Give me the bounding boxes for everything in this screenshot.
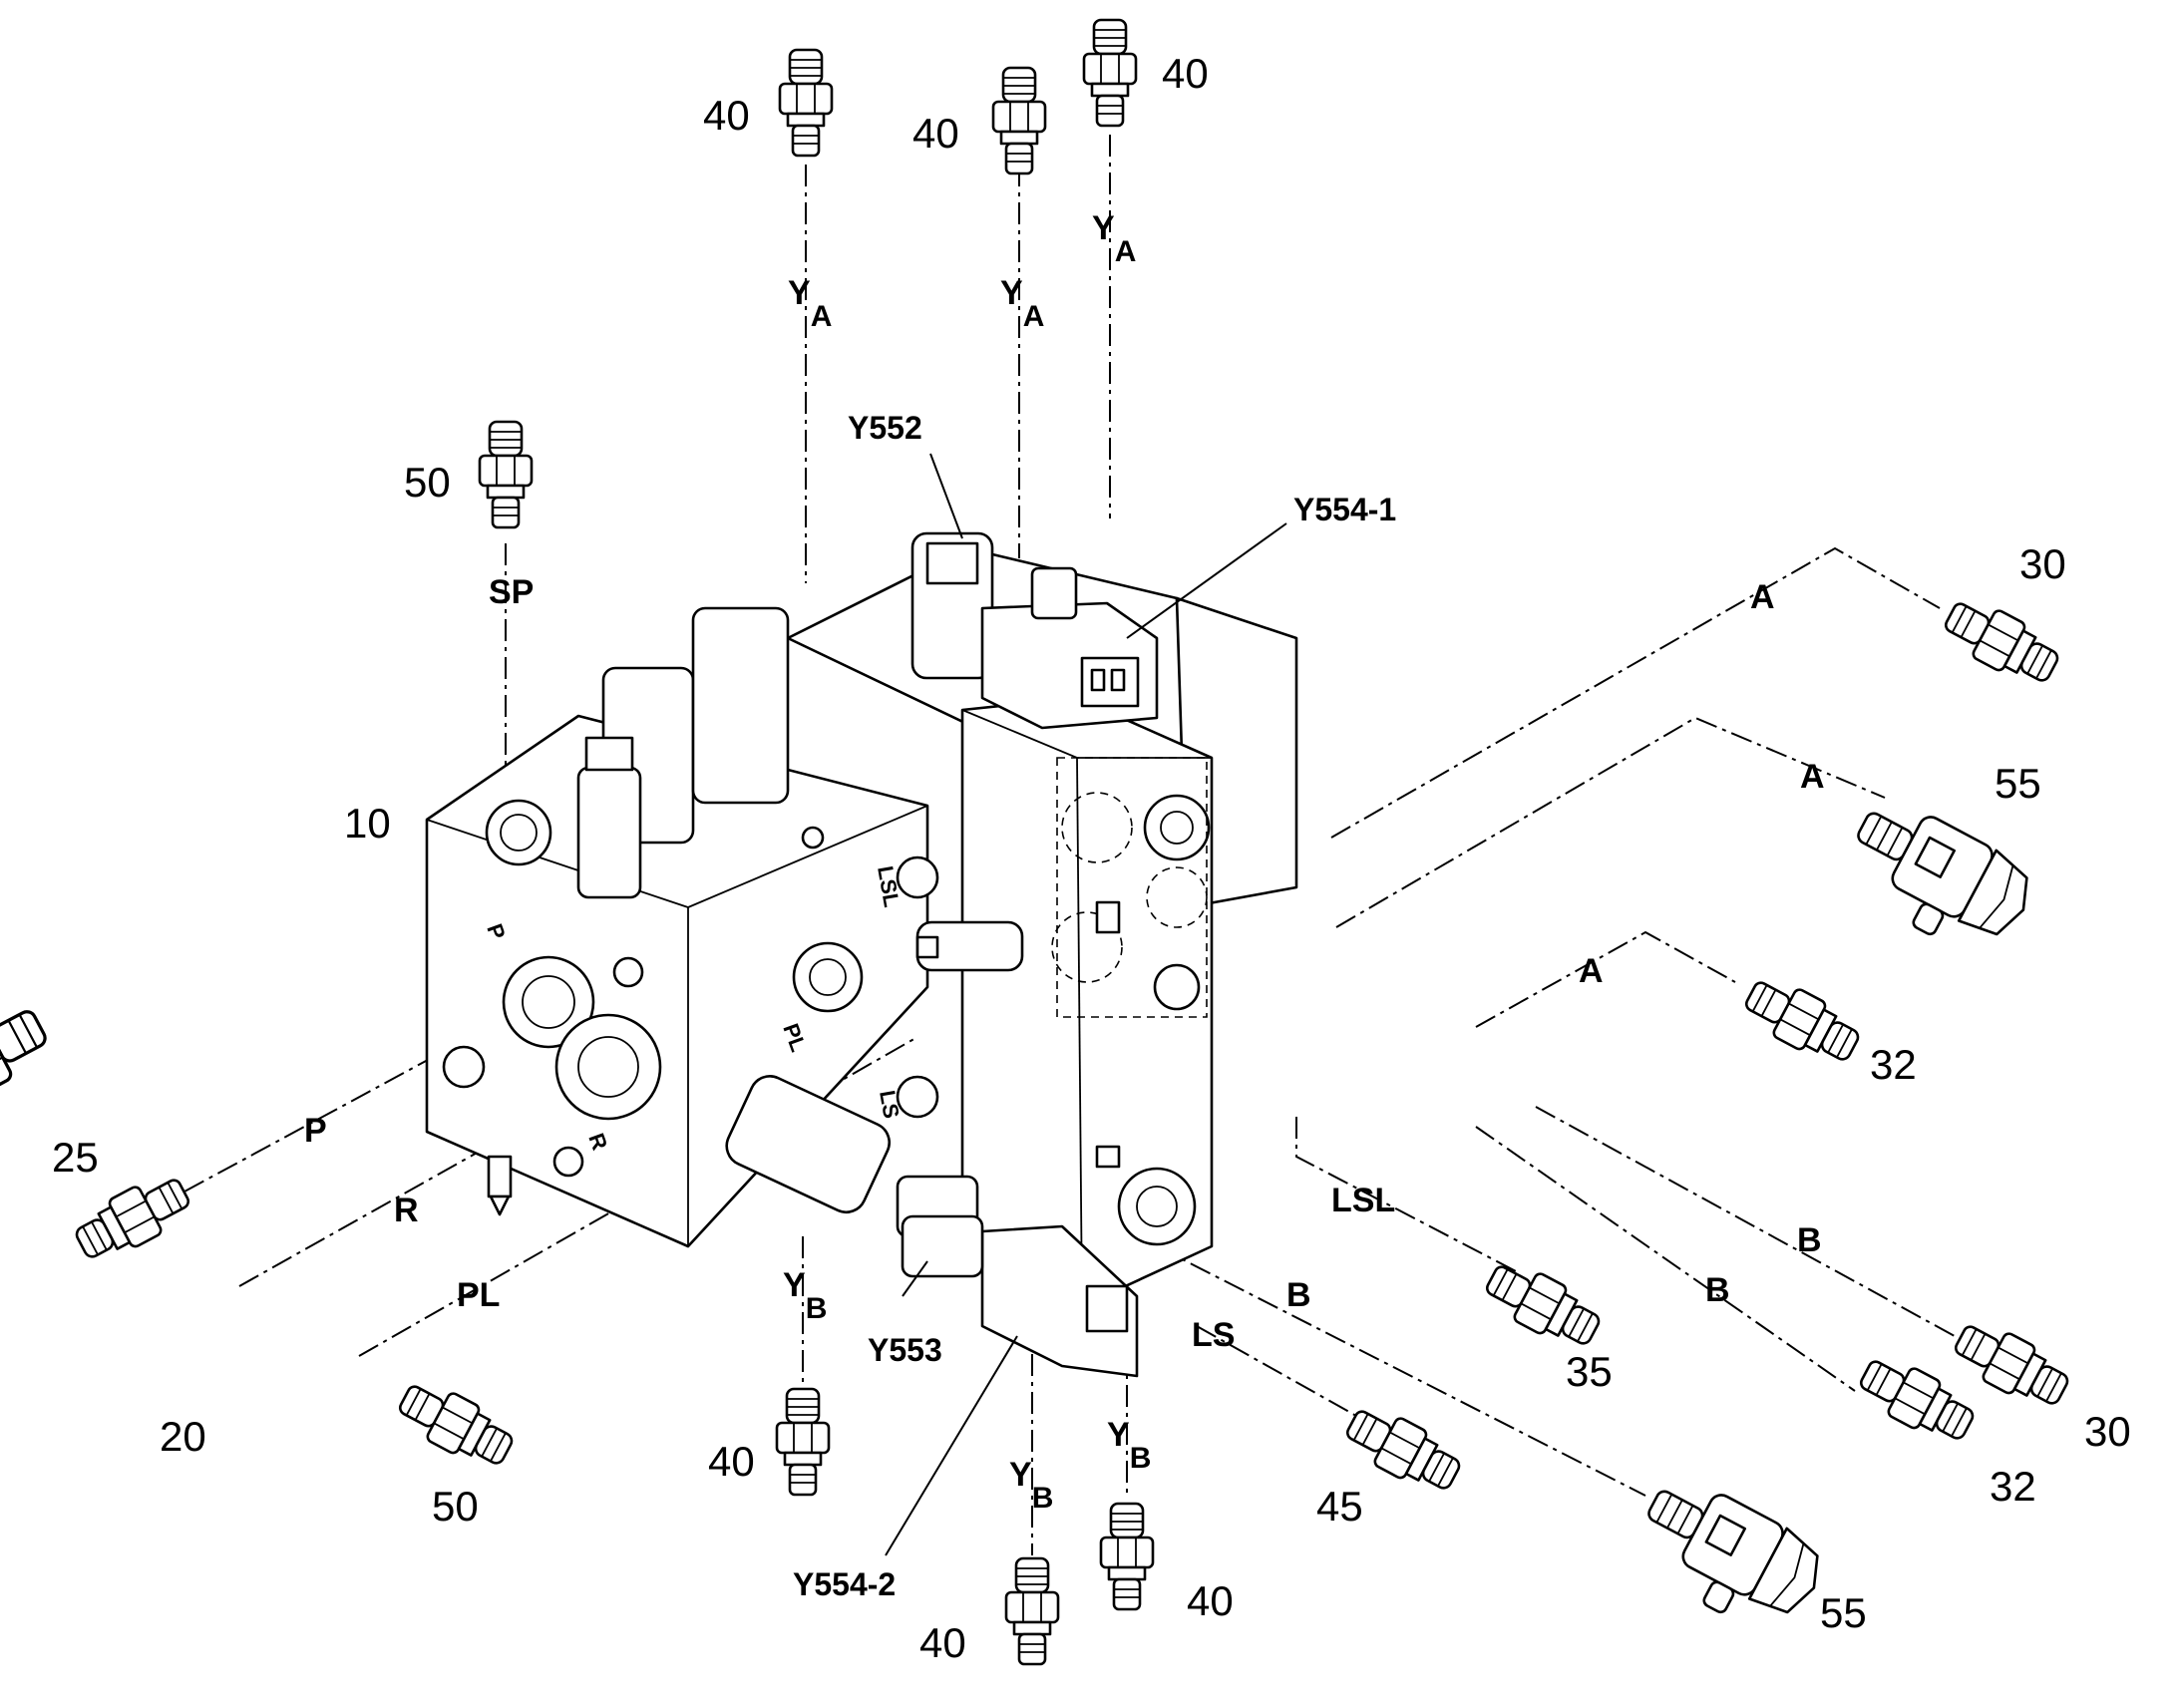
port-label-lsl: LSL <box>1331 1182 1395 1219</box>
valve-block-icon <box>425 531 1298 1378</box>
fitting-icon <box>1936 589 2067 695</box>
port-label-ls: LS <box>1192 1316 1235 1354</box>
item-number: 30 <box>2084 1408 2131 1455</box>
component-label-y553: Y553 <box>868 1332 942 1368</box>
port-label-pl: PL <box>457 1276 500 1314</box>
item-number: 35 <box>1566 1348 1613 1395</box>
elbow-fitting-icon <box>1830 788 2043 970</box>
fitting-icon <box>478 420 534 529</box>
block-marking-ls: LS <box>875 1089 905 1121</box>
item-number: 10 <box>344 800 391 847</box>
port-label-ya: YA <box>788 274 832 333</box>
elbow-fitting-icon <box>1621 1466 1834 1648</box>
port-label-a: A <box>1800 758 1825 796</box>
item-number: 45 <box>1316 1483 1363 1530</box>
port-label-b: B <box>1705 1271 1730 1309</box>
port-label-ya: YA <box>1000 274 1044 333</box>
fitting-icon <box>1736 968 1868 1074</box>
item-number: 40 <box>1187 1577 1234 1624</box>
fitting-icon <box>1082 18 1138 128</box>
leader-lines <box>885 453 1287 1556</box>
item-number: 25 <box>52 1134 99 1181</box>
item-number: 50 <box>432 1483 479 1530</box>
port-label-b: B <box>1286 1276 1311 1314</box>
port-label-r: R <box>394 1192 419 1229</box>
fitting-icon <box>778 48 834 158</box>
fitting-icon <box>1946 1312 2077 1418</box>
port-label-yb: YB <box>1009 1456 1053 1515</box>
item-number: 55 <box>1995 760 2041 807</box>
item-number: 40 <box>1162 50 1209 97</box>
component-label-y552: Y552 <box>848 410 922 446</box>
item-number: 55 <box>1820 1589 1867 1636</box>
fitting-icon <box>775 1387 831 1497</box>
port-label-ya: YA <box>1092 209 1136 268</box>
item-numbers: 40 40 40 50 10 30 55 32 25 20 50 40 40 4… <box>52 50 2131 1666</box>
fitting-icon <box>991 66 1047 175</box>
port-label-yb: YB <box>1107 1416 1151 1475</box>
fitting-icon <box>1099 1502 1155 1611</box>
fitting-icon <box>67 1166 198 1271</box>
item-number: 20 <box>160 1413 206 1460</box>
item-number: 40 <box>708 1438 755 1485</box>
component-labels: Y552 Y554-1 Y553 Y554-2 <box>793 410 1396 1602</box>
item-number: 32 <box>1870 1041 1917 1088</box>
component-label-y554-1: Y554-1 <box>1293 492 1396 527</box>
fitting-icon <box>1004 1556 1060 1666</box>
port-label-sp: SP <box>489 573 534 611</box>
fitting-icon <box>0 993 57 1125</box>
port-label-a: A <box>1750 578 1775 616</box>
item-number: 32 <box>1990 1463 2036 1510</box>
fitting-icon <box>1477 1252 1609 1358</box>
item-number: 40 <box>912 110 959 157</box>
port-label-p: P <box>304 1112 327 1150</box>
item-number: 40 <box>703 92 750 139</box>
port-labels: YA YA YA SP A A A P R PL YB YB YB LS LSL… <box>304 209 1825 1515</box>
item-number: 50 <box>404 459 451 506</box>
port-label-b: B <box>1797 1221 1822 1259</box>
item-number: 40 <box>919 1619 966 1666</box>
fitting-icon <box>390 1372 522 1478</box>
fitting-icon <box>1851 1347 1983 1453</box>
port-label-yb: YB <box>783 1266 827 1325</box>
item-number: 30 <box>2019 540 2066 587</box>
port-label-a: A <box>1579 952 1604 990</box>
component-label-y554-2: Y554-2 <box>793 1566 896 1602</box>
